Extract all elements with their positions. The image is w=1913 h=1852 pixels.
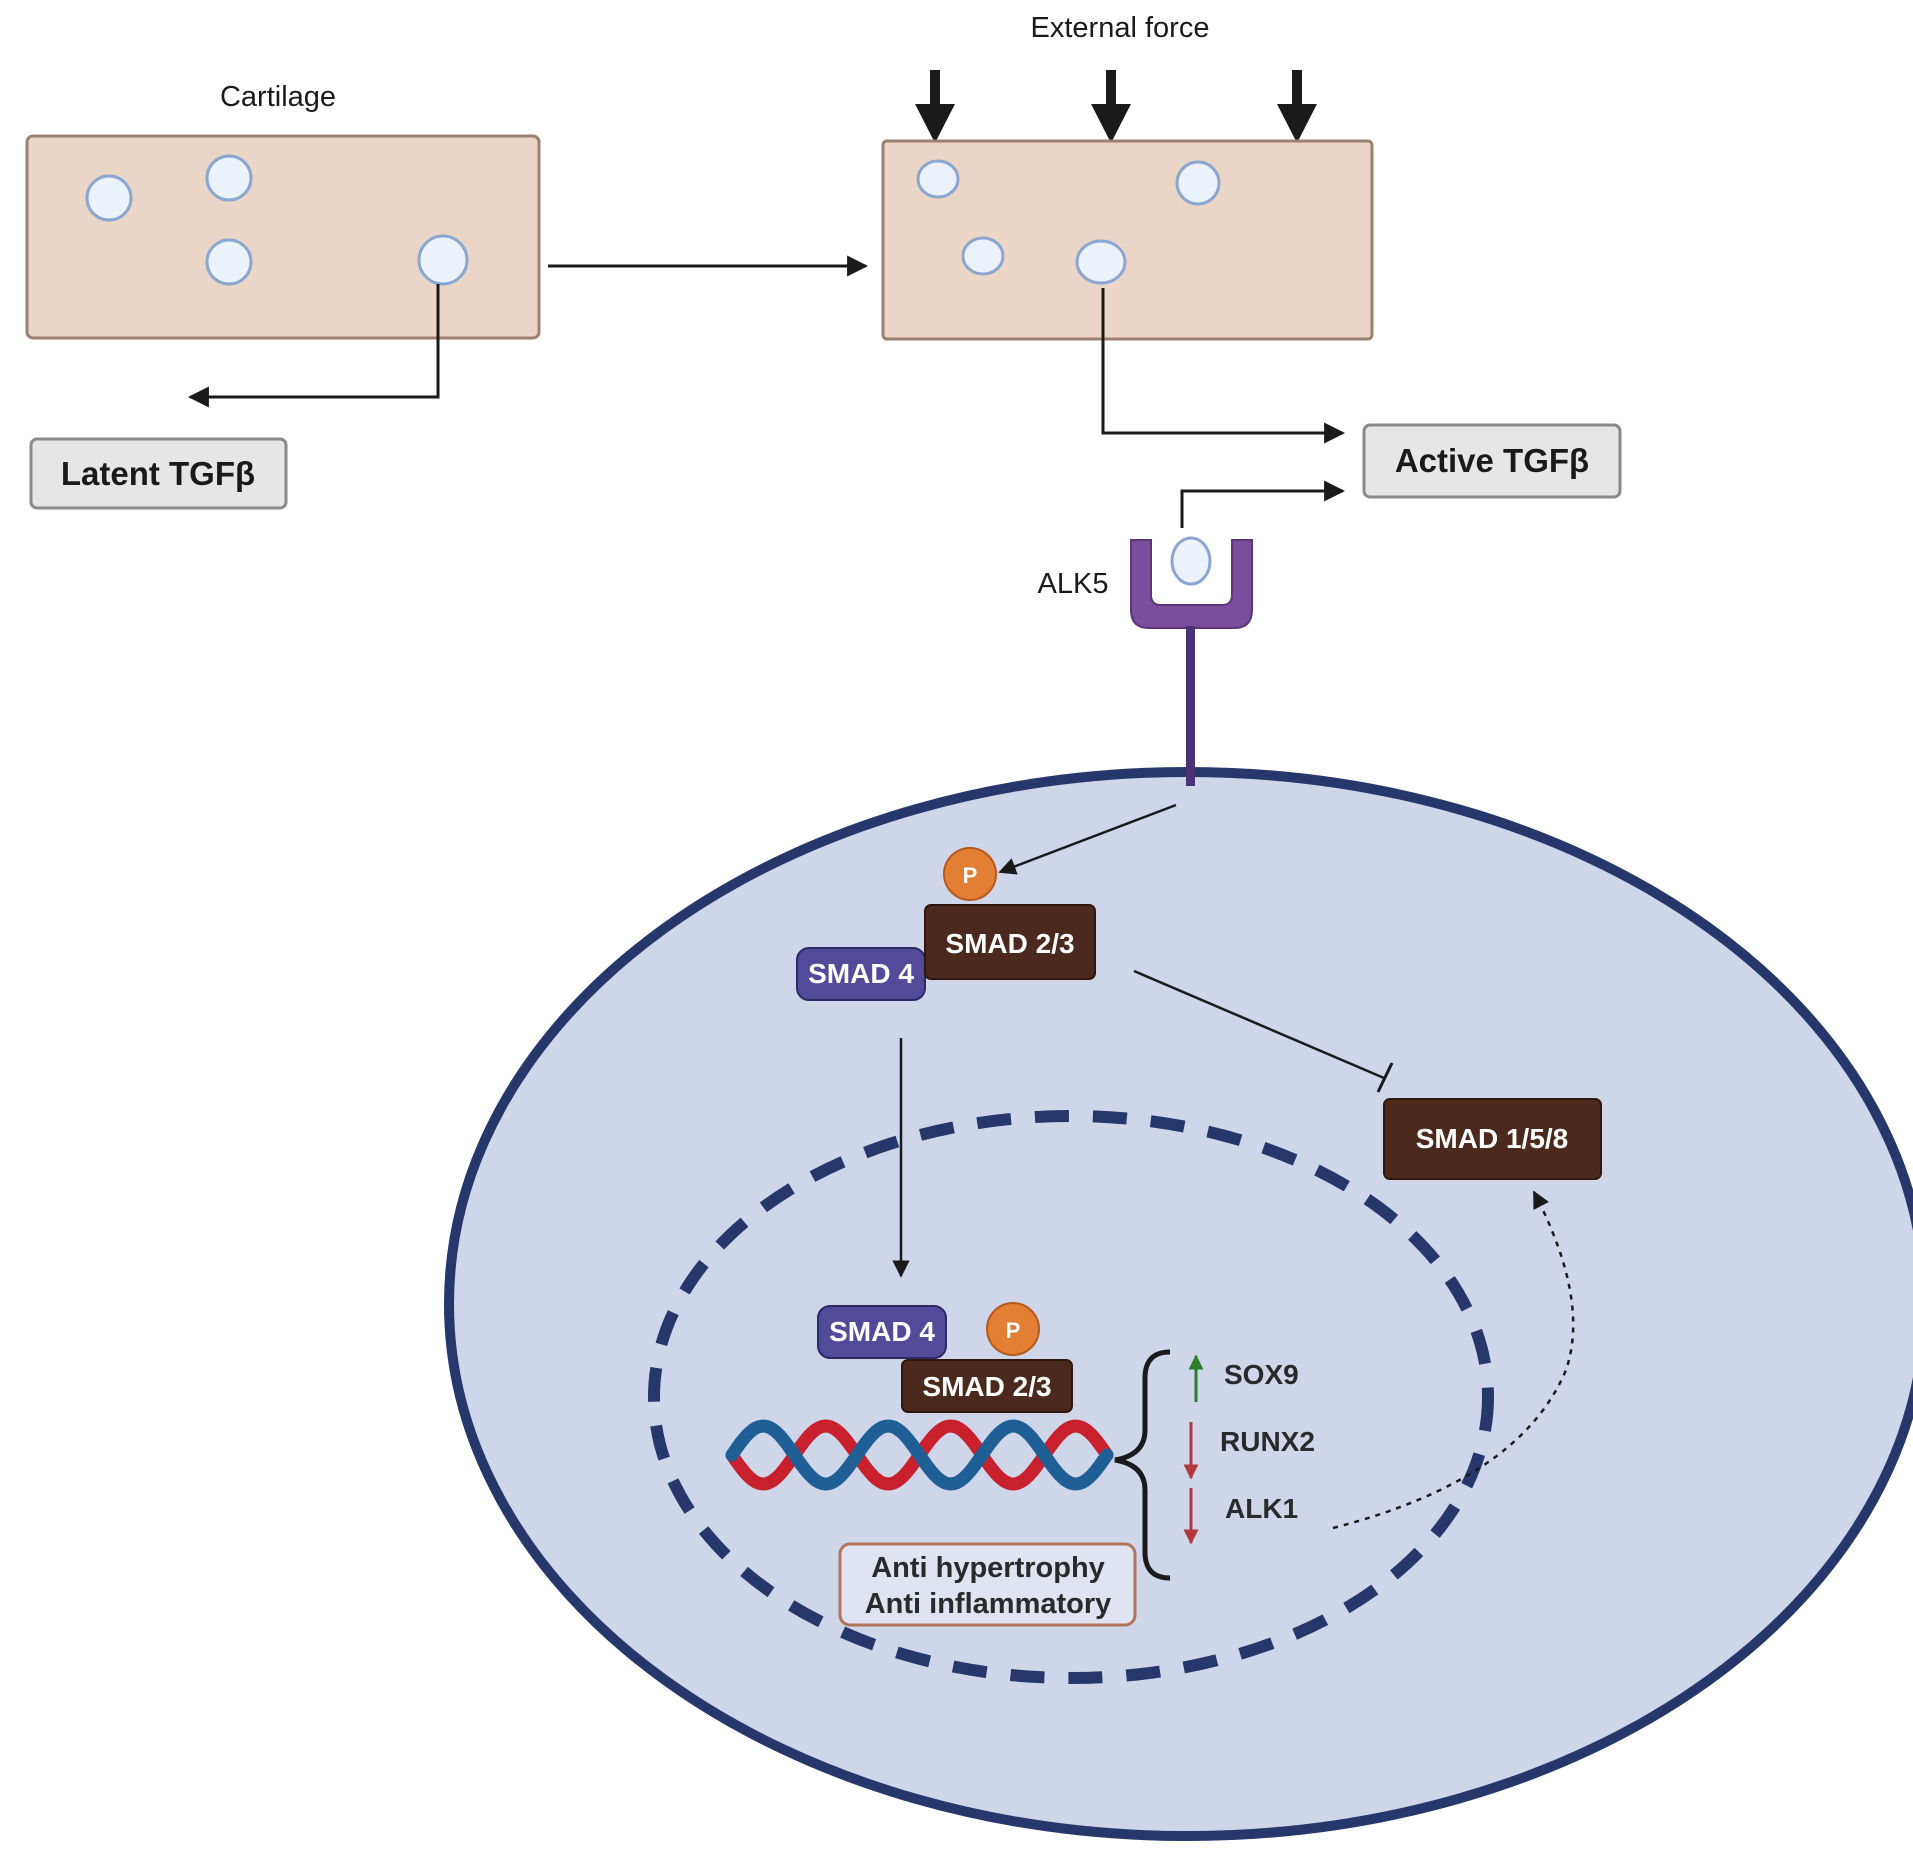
external-force-label: External force xyxy=(1031,12,1210,44)
active-tgfb-box: Active TGFβ xyxy=(1362,423,1622,499)
chondrocyte-cell xyxy=(961,236,1005,276)
chondrocyte-cells-right xyxy=(916,159,1221,285)
force-arrow-icon xyxy=(1091,70,1131,143)
gene-runx2: RUNX2 xyxy=(1220,1426,1315,1457)
chondrocyte-cell xyxy=(85,174,133,222)
cartilage-label: Cartilage xyxy=(220,81,336,113)
alk5-label: ALK5 xyxy=(1038,568,1109,600)
effect-anti-hypertrophy: Anti hypertrophy xyxy=(871,1552,1105,1584)
dna-helix-icon xyxy=(725,1419,1114,1491)
ligand-binding-arrow xyxy=(1180,480,1346,528)
phosphate-icon: P xyxy=(986,1302,1040,1356)
gene-sox9: SOX9 xyxy=(1224,1359,1299,1390)
alk1-feedback-arrow xyxy=(1332,1190,1575,1530)
effect-anti-inflammatory: Anti inflammatory xyxy=(865,1588,1112,1620)
smad4-protein-nuclear: SMAD 4 xyxy=(817,1305,947,1359)
smad4-label: SMAD 4 xyxy=(808,958,914,989)
force-arrow-icon xyxy=(915,70,955,143)
smad4-protein: SMAD 4 xyxy=(796,947,926,1001)
svg-text:P: P xyxy=(963,863,978,888)
chondrocyte-cell-body xyxy=(444,767,1913,1841)
chondrocyte-cell xyxy=(1075,239,1127,285)
inhibition-line xyxy=(1133,969,1385,1080)
svg-text:P: P xyxy=(1006,1318,1021,1343)
latent-tgfb-box: Latent TGFβ xyxy=(29,437,288,510)
active-tgfb-label: Active TGFβ xyxy=(1395,442,1589,479)
gene-brace xyxy=(1114,1349,1171,1581)
force-arrows xyxy=(915,70,1317,143)
smad23-nuclear-label: SMAD 2/3 xyxy=(922,1371,1051,1402)
chondrocyte-cell xyxy=(205,238,253,286)
tgfb-ligand-icon xyxy=(1170,536,1212,586)
smad23-protein: SMAD 2/3 xyxy=(924,904,1096,980)
cytoplasmic-smad-complex: SMAD 4 SMAD 2/3 P xyxy=(796,847,1096,1001)
smad158-label: SMAD 1/5/8 xyxy=(1416,1123,1569,1154)
latent-release-arrow xyxy=(187,284,440,408)
inhibition-bar xyxy=(1376,1062,1394,1093)
chondrocyte-cell xyxy=(1175,160,1221,206)
chondrocyte-cell xyxy=(205,154,253,202)
chondrocyte-cells-left xyxy=(85,154,469,286)
gene-regulation-list: SOX9 RUNX2 ALK1 xyxy=(1183,1354,1315,1545)
gene-alk1: ALK1 xyxy=(1225,1493,1298,1524)
smad23-label: SMAD 2/3 xyxy=(945,928,1074,959)
latent-tgfb-label: Latent TGFβ xyxy=(61,455,255,492)
cartilage-block-right xyxy=(881,139,1374,341)
nuclear-smad-complex: SMAD 4 SMAD 2/3 P xyxy=(817,1302,1073,1413)
smad4-nuclear-label: SMAD 4 xyxy=(829,1316,935,1347)
smad158-protein: SMAD 1/5/8 xyxy=(1383,1098,1602,1180)
smad23-protein-nuclear: SMAD 2/3 xyxy=(901,1359,1073,1413)
phosphorylation-arrow xyxy=(998,803,1177,875)
effects-box: Anti hypertrophy Anti inflammatory xyxy=(838,1542,1137,1627)
chondrocyte-cell xyxy=(916,159,960,199)
phosphate-icon: P xyxy=(943,847,997,901)
alk5-receptor-icon xyxy=(1130,536,1253,786)
activation-arrow xyxy=(1101,288,1346,444)
chondrocyte-cell xyxy=(417,234,469,286)
cartilage-block-left xyxy=(25,134,541,340)
force-arrow-icon xyxy=(1277,70,1317,143)
nucleus-envelope xyxy=(648,1110,1494,1684)
